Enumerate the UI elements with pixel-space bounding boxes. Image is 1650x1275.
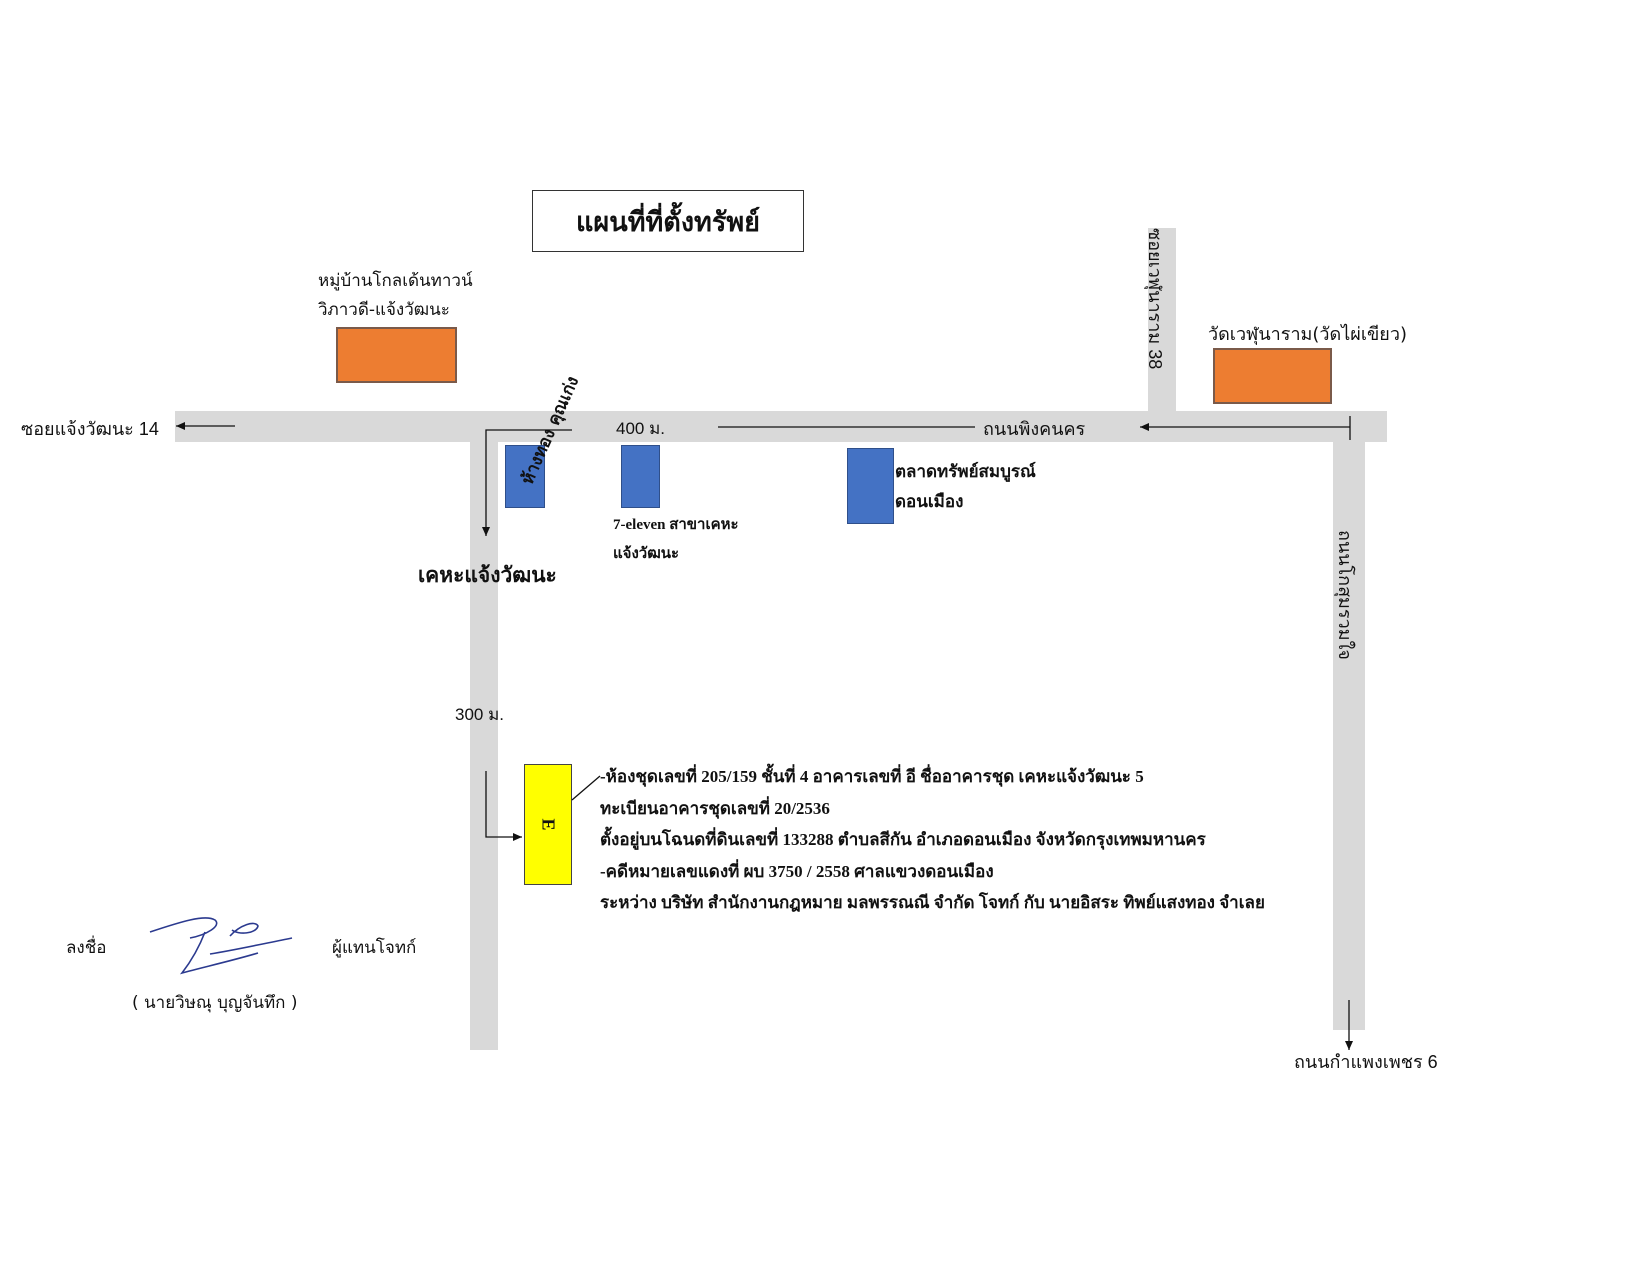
kamphaeng-phet-label: ถนนกำแพงเพชร 6	[1294, 1052, 1438, 1072]
right-road-label: ถนนโกสุมรวมใจ	[1335, 530, 1355, 660]
seven-eleven-building	[621, 445, 660, 508]
distance-300m: 300 ม.	[455, 705, 505, 724]
road-soi-38	[1148, 228, 1176, 411]
road-kheha-vertical	[470, 440, 498, 1050]
property-details: -ห้องชุดเลขที่ 205/159 ชั้นที่ 4 อาคารเล…	[600, 761, 1265, 919]
village-building	[336, 327, 457, 383]
property-detail-line2: ทะเบียนอาคารชุดเลขที่ 20/2536	[600, 798, 830, 818]
property-detail-line4: -คดีหมายเลขแดงที่ ผบ 3750 / 2558 ศาลแขวง…	[600, 861, 994, 881]
market-building	[847, 448, 894, 524]
property-detail-line3: ตั้งอยู่บนโฉนดที่ดินเลขที่ 133288 ตำบลสี…	[600, 830, 1206, 849]
road-right-vertical	[1333, 440, 1365, 1030]
arrow-to-property	[485, 771, 522, 841]
map-title: แผนที่ที่ตั้งทรัพย์	[532, 190, 804, 252]
distance-400m: 400 ม.	[616, 419, 666, 438]
map-title-text: แผนที่ที่ตั้งทรัพย์	[576, 206, 760, 238]
main-road-label: ถนนพิงคนคร	[983, 419, 1086, 439]
market-label-2: ดอนเมือง	[895, 492, 964, 511]
sign-label: ลงชื่อ	[66, 938, 107, 958]
signatory-name: ( นายวิษณุ บุญจันทึก )	[132, 993, 298, 1013]
temple-building	[1213, 348, 1332, 404]
property-callout-line	[571, 775, 601, 801]
temple-label: วัดเวฬุนาราม(วัดไผ่เขียว)	[1208, 324, 1407, 345]
signature-scribble	[149, 917, 293, 975]
arrow-to-kheha	[482, 429, 572, 536]
market-label-1: ตลาดทรัพย์สมบูรณ์	[895, 462, 1036, 481]
property-detail-line1: -ห้องชุดเลขที่ 205/159 ชั้นที่ 4 อาคารเล…	[600, 767, 1144, 786]
village-label-1: หมู่บ้านโกลเด้นทาวน์	[318, 271, 473, 291]
kheha-label: เคหะแจ้งวัฒนะ	[418, 563, 557, 587]
village-label-2: วิภาวดี-แจ้งวัฒนะ	[318, 300, 450, 320]
property-building-e: E	[524, 764, 572, 885]
property-detail-line5: ระหว่าง บริษัท สำนักงานกฎหมาย มลพรรณณี จ…	[600, 893, 1265, 912]
gold-shop-building	[505, 445, 545, 508]
soi-38-label: ซอยเวฬุนาราม 38	[1145, 228, 1165, 370]
signatory-role: ผู้แทนโจทก์	[332, 938, 417, 958]
soi-14-label: ซอยแจ้งวัฒนะ 14	[21, 419, 159, 439]
seven-eleven-label-2: แจ้งวัฒนะ	[613, 546, 680, 562]
seven-eleven-label-1: 7-eleven สาขาเคหะ	[613, 517, 739, 533]
